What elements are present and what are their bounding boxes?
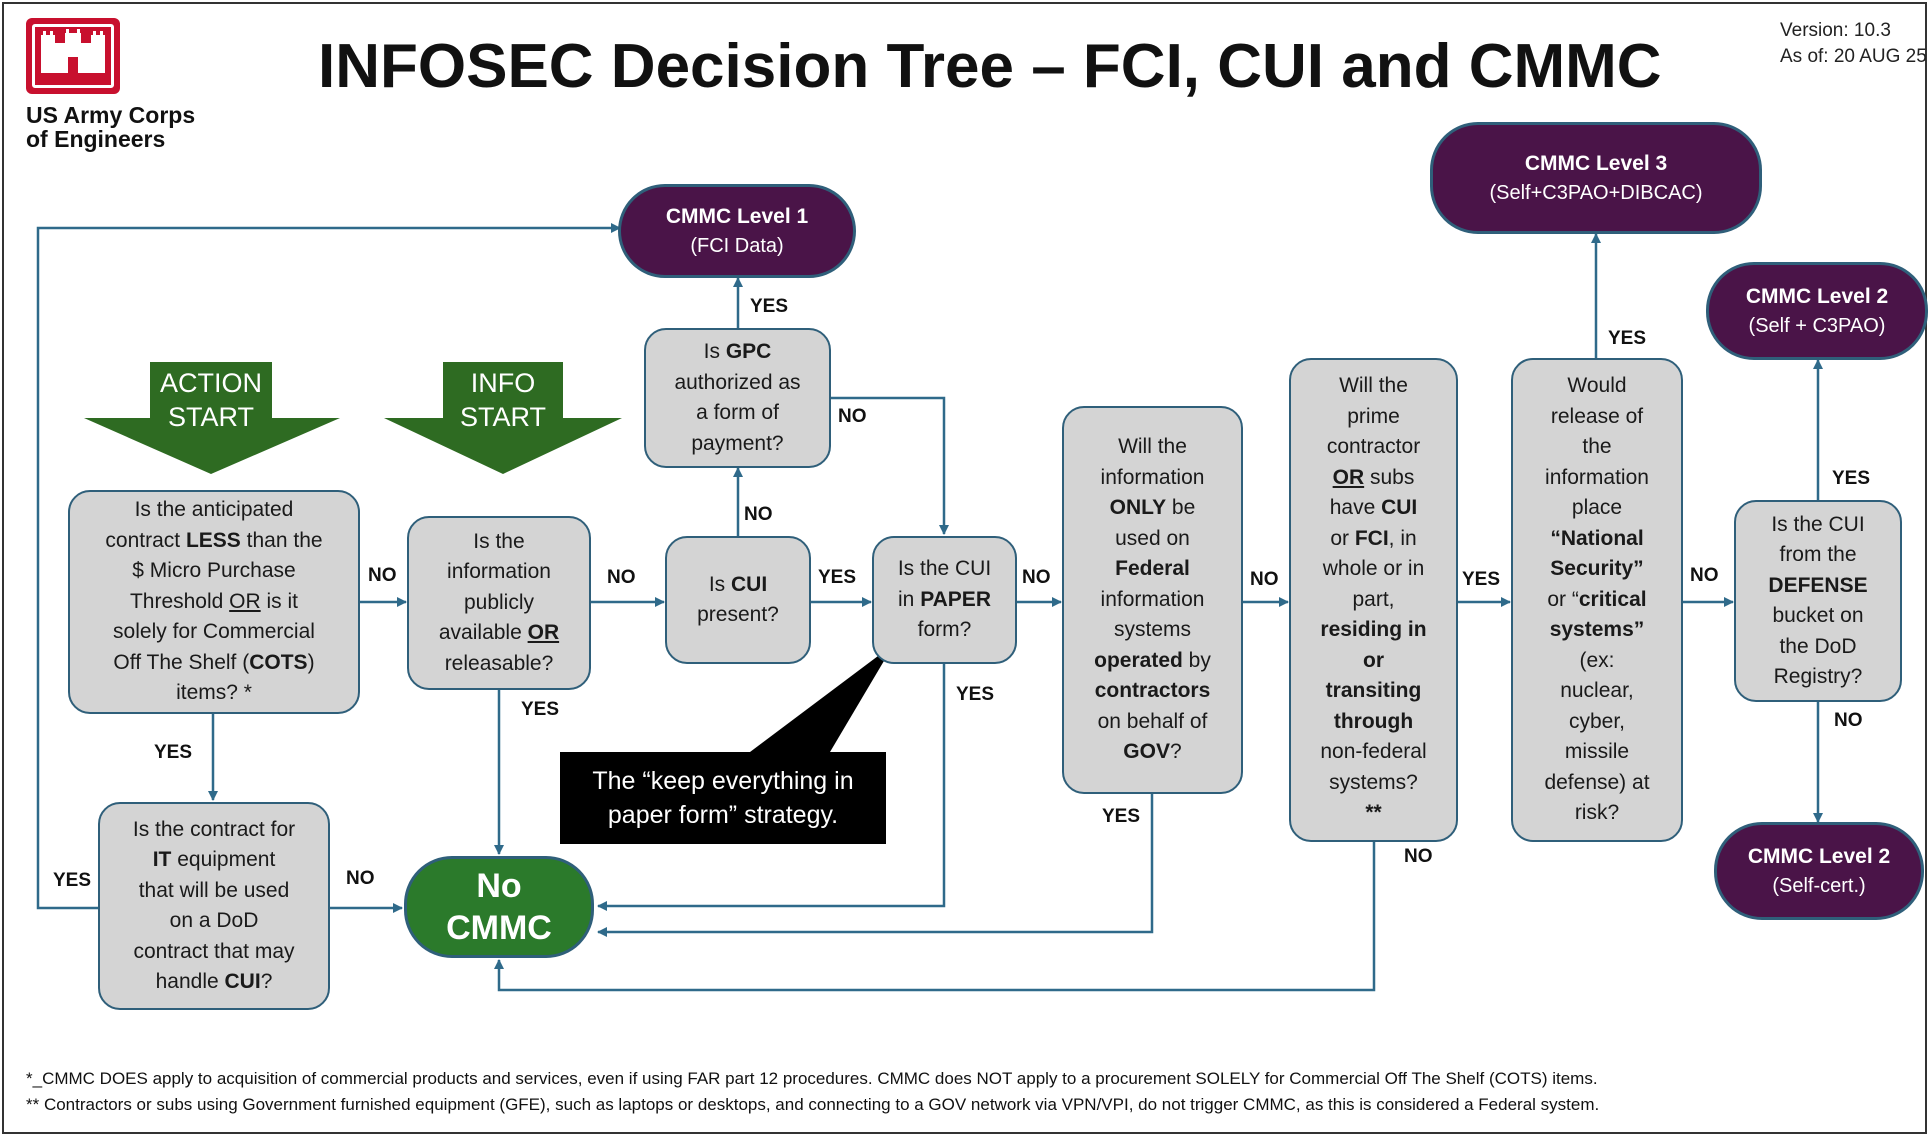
edge-label-public-yes: YES xyxy=(521,699,560,720)
paper-strategy-callout: The “keep everything in paper form” stra… xyxy=(560,752,886,844)
version-info: Version: 10.3 As of: 20 AUG 25 xyxy=(1780,18,1927,70)
action-start-line2: START xyxy=(167,402,254,432)
no-cmmc-line1: No xyxy=(476,867,522,905)
info-start-line2: START xyxy=(459,402,546,432)
no-cmmc-outcome: No CMMC xyxy=(404,856,594,958)
edge-label-federal-yes: YES xyxy=(1102,806,1141,827)
org-line-2: of Engineers xyxy=(26,126,166,152)
edge-label-national-no: NO xyxy=(1690,565,1719,586)
national-security-question: Would release of the information place “… xyxy=(1511,358,1683,842)
org-line-1: US Army Corps xyxy=(26,102,196,128)
edge-label-micro-no: NO xyxy=(368,565,397,586)
edge-label-gpc-yes: YES xyxy=(750,296,789,317)
edge-label-it-yes: YES xyxy=(53,870,92,891)
cui-present-question: Is CUI present? xyxy=(665,536,811,664)
usace-castle-logo xyxy=(26,18,120,94)
edge-label-defense-yes: YES xyxy=(1832,468,1871,489)
defense-bucket-question: Is the CUI from the DEFENSE bucket on th… xyxy=(1734,500,1902,702)
info-start-arrow xyxy=(384,362,622,474)
footnote-2: ** Contractors or subs using Government … xyxy=(26,1095,1600,1114)
cmmc-level-2-c3pao-outcome: CMMC Level 2 (Self + C3PAO) xyxy=(1706,262,1928,360)
paper-form-question: Is the CUI in PAPER form? xyxy=(872,536,1017,664)
cmmc-level-1-outcome: CMMC Level 1 (FCI Data) xyxy=(618,184,856,278)
edge-label-national-yes: YES xyxy=(1608,328,1647,349)
cmmc-level-2a-subtitle: (Self + C3PAO) xyxy=(1748,315,1886,337)
cmmc-level-2a-title: CMMC Level 2 xyxy=(1745,285,1889,308)
edge-label-micro-yes: YES xyxy=(154,742,193,763)
cmmc-level-1-subtitle: (FCI Data) xyxy=(690,235,784,257)
version-number: Version: 10.3 xyxy=(1780,20,1891,41)
cmmc-level-3-subtitle: (Self+C3PAO+DIBCAC) xyxy=(1489,182,1703,204)
no-cmmc-line2: CMMC xyxy=(446,909,552,947)
edge-label-prime-no: NO xyxy=(1404,846,1433,867)
callout-line2: paper form” strategy. xyxy=(607,801,839,829)
callout-line1: The “keep everything in xyxy=(592,767,854,795)
edge-label-public-no: NO xyxy=(607,567,636,588)
action-start-label: ACTION START xyxy=(150,366,272,434)
federal-systems-question: Will the information ONLY be used on Fed… xyxy=(1062,406,1243,794)
page-title: INFOSEC Decision Tree – FCI, CUI and CMM… xyxy=(318,32,1662,101)
gpc-payment-question: Is GPC authorized as a form of payment? xyxy=(644,328,831,468)
cmmc-level-3-title: CMMC Level 3 xyxy=(1524,152,1668,175)
info-start-label: INFO START xyxy=(443,366,563,434)
edge-label-cui-yes: YES xyxy=(818,567,857,588)
edge-label-paper-yes: YES xyxy=(956,684,995,705)
edge-label-prime-yes: YES xyxy=(1462,569,1501,590)
edge-label-gpc-no: NO xyxy=(838,406,867,427)
edge-label-paper-no: NO xyxy=(1022,567,1051,588)
as-of-date: As of: 20 AUG 25 xyxy=(1780,46,1927,67)
callout-pointer xyxy=(750,644,894,752)
cmmc-level-3-outcome: CMMC Level 3 (Self+C3PAO+DIBCAC) xyxy=(1430,122,1762,234)
prime-contractor-question: Will the prime contractor OR subs have C… xyxy=(1289,358,1458,842)
micro-purchase-question: Is the anticipated contract LESS than th… xyxy=(68,490,360,714)
edge-label-federal-no: NO xyxy=(1250,569,1279,590)
cmmc-level-2b-subtitle: (Self-cert.) xyxy=(1772,875,1866,897)
info-start-line1: INFO xyxy=(470,368,536,398)
edge-label-cui-no: NO xyxy=(744,504,773,525)
footnote-1: *_CMMC DOES apply to acquisition of comm… xyxy=(26,1069,1598,1088)
edge-label-it-no: NO xyxy=(346,868,375,889)
edge-label-defense-no: NO xyxy=(1834,710,1863,731)
action-start-line1: ACTION xyxy=(159,368,262,398)
cmmc-level-1-title: CMMC Level 1 xyxy=(665,205,809,228)
action-start-arrow xyxy=(84,362,340,474)
organization-name: US Army Corps of Engineers xyxy=(26,103,195,151)
publicly-available-question: Is the information publicly available OR… xyxy=(407,516,591,690)
it-equipment-question: Is the contract for IT equipment that wi… xyxy=(98,802,330,1010)
cmmc-level-2-selfcert-outcome: CMMC Level 2 (Self-cert.) xyxy=(1714,822,1924,920)
cmmc-level-2b-title: CMMC Level 2 xyxy=(1747,845,1891,868)
